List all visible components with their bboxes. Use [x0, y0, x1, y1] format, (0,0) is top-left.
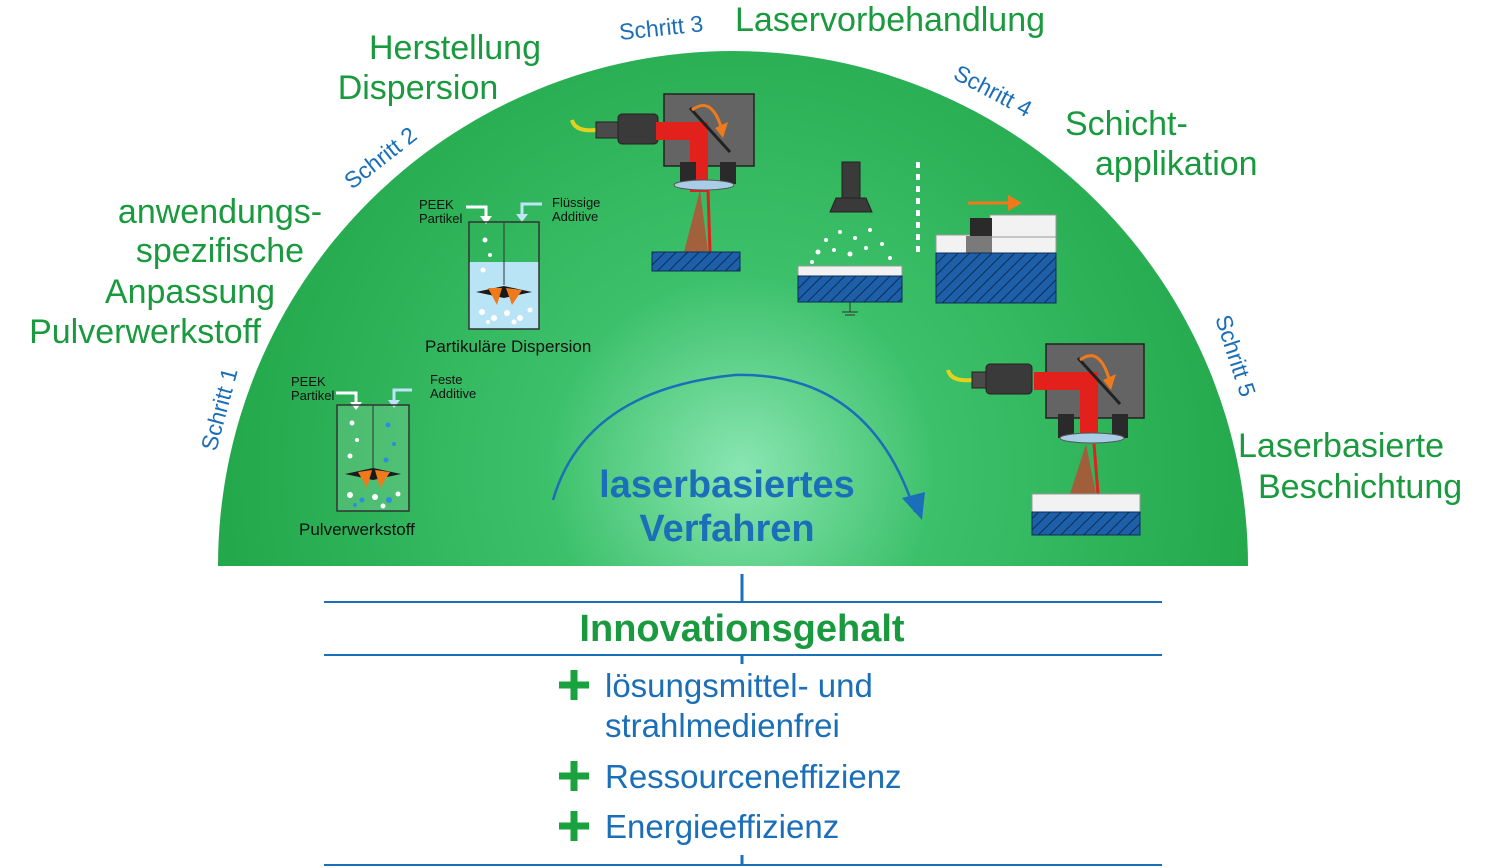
svg-text:Dispersion: Dispersion	[338, 69, 499, 107]
beaker-powder: PEEK Partikel Feste Additive Pulverwerks…	[291, 372, 476, 539]
svg-text:Schicht-: Schicht-	[1065, 105, 1188, 143]
benefit-1-line-2: strahlmedienfrei	[605, 707, 840, 744]
input-arrow-icon	[392, 388, 412, 402]
svg-text:PEEK: PEEK	[291, 374, 326, 389]
step-3-label: Schritt 3	[618, 10, 705, 45]
svg-text:Feste: Feste	[430, 372, 463, 387]
svg-text:spezifische: spezifische	[136, 232, 304, 270]
svg-text:Beschichtung: Beschichtung	[1258, 468, 1462, 506]
step-5-label: Schritt 5	[1210, 312, 1261, 400]
input-arrow-icon	[336, 391, 358, 404]
benefit-1-line-1: lösungsmittel- und	[605, 667, 873, 704]
svg-text:Laserbasierte: Laserbasierte	[1238, 427, 1444, 465]
beaker-powder-caption: Pulverwerkstoff	[299, 520, 415, 539]
benefit-3: Energieeffizienz	[605, 808, 839, 845]
doctor-blade-application	[935, 195, 1057, 304]
step-3-title: Laservorbehandlung	[735, 1, 1045, 39]
process-cycle-arrow	[551, 373, 917, 513]
center-line-1: laserbasiertes	[599, 464, 855, 506]
input-arrow-icon	[466, 205, 488, 218]
innovation-panel: Innovationsgehalt lösungsmittel- und str…	[324, 574, 1162, 866]
plus-icon	[559, 670, 589, 700]
svg-text:Pulverwerkstoff: Pulverwerkstoff	[29, 313, 261, 351]
svg-text:PEEK: PEEK	[419, 197, 454, 212]
plus-icon	[559, 811, 589, 841]
svg-text:Herstellung: Herstellung	[369, 29, 541, 67]
laser-head-coating	[946, 343, 1145, 536]
benefit-2: Ressourceneffizienz	[605, 758, 902, 795]
process-dome	[218, 51, 1248, 566]
svg-text:Partikel: Partikel	[419, 211, 462, 226]
beaker-dispersion: PEEK Partikel Flüssige Additive Partikul…	[419, 195, 600, 356]
svg-text:Anpassung: Anpassung	[105, 273, 275, 311]
step-2-title: Herstellung Dispersion	[338, 29, 541, 107]
svg-text:anwendungs-: anwendungs-	[118, 193, 322, 231]
spray-nozzle-application	[797, 161, 903, 316]
step-5-title: Laserbasierte Beschichtung	[1238, 427, 1462, 506]
input-arrow-icon	[520, 202, 542, 216]
svg-text:Partikel: Partikel	[291, 388, 334, 403]
plus-icon	[559, 761, 589, 791]
innovation-title: Innovationsgehalt	[579, 608, 904, 650]
step-1-title: anwendungs- spezifische Anpassung Pulver…	[29, 193, 322, 351]
svg-text:Additive: Additive	[552, 209, 598, 224]
laser-head-pretreatment	[570, 93, 755, 272]
svg-text:Additive: Additive	[430, 386, 476, 401]
cycle-arrow-head-icon	[902, 492, 925, 520]
svg-text:Flüssige: Flüssige	[552, 195, 600, 210]
center-line-2: Verfahren	[639, 508, 814, 550]
step-4-title: Schicht- applikation	[1065, 105, 1258, 183]
svg-text:applikation: applikation	[1095, 145, 1258, 183]
beaker-dispersion-caption: Partikuläre Dispersion	[425, 337, 591, 356]
